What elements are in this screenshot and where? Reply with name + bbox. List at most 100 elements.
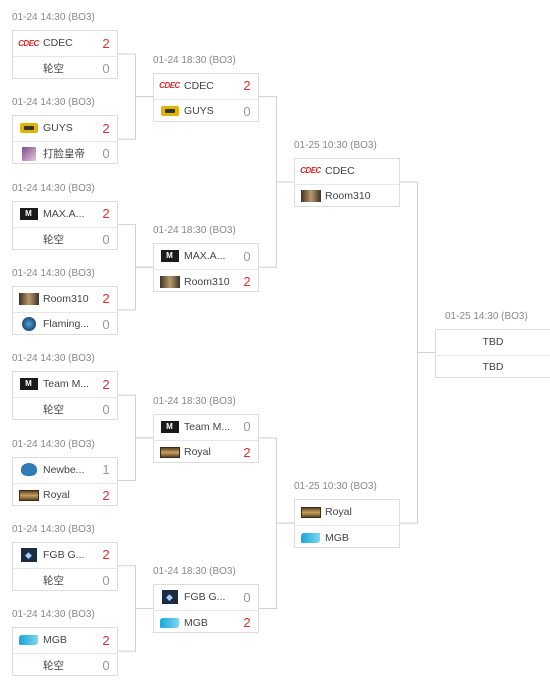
mgb-logo-mark	[301, 532, 320, 543]
team-row[interactable]: TBD	[436, 354, 550, 379]
room-logo-mark	[300, 190, 321, 203]
team-row[interactable]: TBD	[436, 330, 550, 354]
team-score: 2	[243, 615, 251, 631]
connector-line	[118, 565, 153, 609]
cdec-logo-mark: CDEC	[159, 81, 180, 91]
connector-line	[118, 437, 153, 481]
team-row[interactable]: MGB	[295, 525, 399, 549]
team-score: 0	[102, 146, 110, 162]
team-row[interactable]: Flaming...0	[13, 311, 117, 336]
team-score: 2	[102, 547, 110, 563]
flame-logo-mark	[21, 317, 36, 332]
team-name: 轮空	[43, 233, 64, 246]
team-name: CDEC	[43, 37, 73, 49]
team-row[interactable]: ◆FGB G...2	[13, 543, 117, 567]
fgb-logo: ◆	[159, 590, 180, 605]
m-logo-mark: M	[160, 420, 179, 433]
match-time: 01-24 14:30 (BO3)	[12, 438, 95, 450]
connector-line	[259, 181, 294, 268]
newbee-logo	[18, 463, 39, 477]
guys-logo-mark	[160, 106, 179, 117]
team-name: MAX.A...	[184, 250, 226, 263]
team-score: 0	[243, 419, 251, 435]
mgb-logo	[18, 633, 39, 647]
team-row[interactable]: CDEC CDEC 2	[13, 31, 117, 55]
cdec-logo: CDEC	[18, 36, 39, 50]
match-time: 01-25 14:30 (BO3)	[445, 310, 528, 322]
team-name: 轮空	[43, 660, 64, 673]
m-logo: M	[18, 377, 39, 391]
team-name: TBD	[482, 335, 504, 348]
connector-line	[118, 394, 153, 439]
team-score: 0	[243, 103, 251, 119]
match-time: 01-24 14:30 (BO3)	[12, 267, 95, 279]
connector-line	[259, 522, 294, 609]
team-name: TBD	[482, 361, 504, 374]
team-row[interactable]: Room310	[295, 183, 399, 208]
team-score: 0	[102, 402, 110, 418]
team-name: CDEC	[325, 164, 355, 177]
team-score: 0	[102, 572, 110, 588]
match-box[interactable]: TBD TBD	[435, 328, 550, 379]
team-score: 0	[102, 316, 110, 332]
team-row[interactable]: Royal	[295, 500, 399, 524]
connector-line	[259, 96, 294, 183]
m-logo-mark: M	[19, 378, 38, 391]
team-name: MAX.A...	[43, 207, 85, 220]
match-time: 01-24 14:30 (BO3)	[12, 182, 95, 194]
room-logo	[300, 189, 321, 203]
match-time: 01-24 14:30 (BO3)	[12, 523, 95, 535]
team-row[interactable]: 轮空 0	[13, 653, 117, 677]
room-logo-mark	[18, 292, 39, 305]
cdec-logo: CDEC	[159, 79, 180, 93]
newbee-logo-mark	[20, 463, 37, 476]
team-score: 2	[102, 35, 110, 51]
royal-logo	[159, 445, 180, 459]
m-logo: M	[18, 207, 39, 221]
guys-logo	[18, 121, 39, 135]
match-time: 01-24 18:30 (BO3)	[153, 566, 236, 578]
team-name: Royal	[184, 446, 211, 459]
team-row[interactable]: ◆FGB G...0	[154, 585, 258, 609]
match-time: 01-24 14:30 (BO3)	[12, 12, 95, 23]
team-row[interactable]: Newbe...1	[13, 458, 117, 482]
team-score: 0	[102, 658, 110, 674]
face-logo	[18, 146, 39, 161]
match-time: 01-24 18:30 (BO3)	[153, 395, 236, 407]
team-score: 2	[102, 291, 110, 307]
